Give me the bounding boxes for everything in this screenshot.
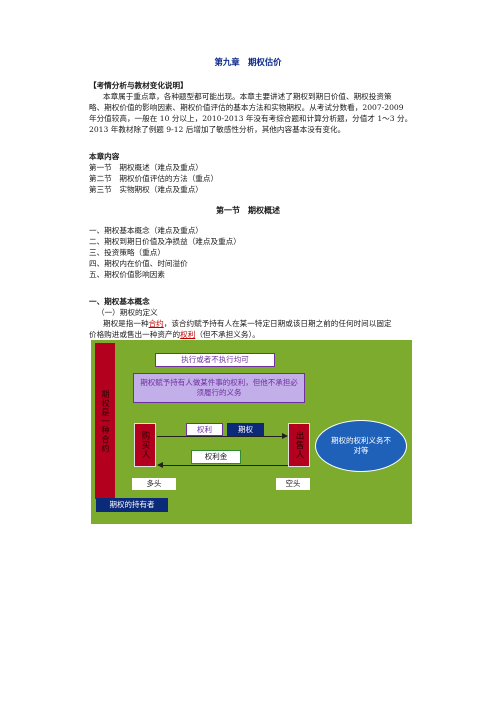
- concept-subheading: （一）期权的定义: [97, 308, 158, 317]
- contents-heading: 本章内容: [89, 152, 120, 161]
- option-label-box: 期权: [227, 423, 264, 436]
- option-is-contract-bar: 期权是一种合约: [95, 343, 115, 499]
- section1-item: 二、期权到期日价值及净损益（难点及重点）: [89, 237, 241, 246]
- concept-section: 一、期权基本概念 （一）期权的定义 期权是指一种合约，该合约赋予持有人在某一特定…: [89, 296, 412, 340]
- concept-heading: 一、期权基本概念: [89, 297, 150, 306]
- buyer-to-seller-arrow-line: [157, 436, 282, 437]
- section1-item: 三、投资策略（重点）: [89, 248, 165, 257]
- definition-line-2: 价格购进或售出一种资产的权利（但不承担义务）。: [89, 329, 412, 340]
- definition-text: ，该合约赋予持有人在某一特定日期或该日期之前的任何时间以固定: [163, 319, 392, 328]
- definition-line-1: 期权是指一种合约，该合约赋予持有人在某一特定日期或该日期之前的任何时间以固定: [89, 318, 412, 329]
- premium-box: 权利金: [191, 450, 241, 464]
- section1-list: 一、期权基本概念（难点及重点） 二、期权到期日价值及净损益（难点及重点） 三、投…: [89, 225, 412, 280]
- seller-box: 出售人: [288, 423, 310, 467]
- arrow-right-icon: [282, 433, 288, 439]
- definition-text: （但不承担义务）。: [195, 330, 260, 339]
- analysis-heading: 【考情分析与教材变化说明】: [89, 81, 188, 90]
- seller-to-buyer-arrow-line: [163, 465, 288, 466]
- analysis-line: 略、期权价值的影响因素、期权价值评估的基本方法和实物期权。从考试分数看，2007…: [89, 103, 404, 112]
- analysis-line: 年分值较高，一般在 10 分以上，2010-2013 年没有考综合题和计算分析题…: [89, 114, 413, 123]
- chapter-title: 第九章 期权估价: [214, 57, 282, 67]
- holder-label-box: 期权的持有者: [96, 498, 168, 512]
- analysis-line: 2013 年教材除了例题 9-12 后增加了敏感性分析，其他内容基本没有变化。: [89, 125, 346, 134]
- analysis-section: 【考情分析与教材变化说明】 本章属于重点章，各种题型都可能出现。本章主要讲述了期…: [89, 80, 412, 135]
- short-label-box: 空头: [276, 478, 310, 490]
- option-concept-diagram: 执行或者不执行均可 期权是一种合约 期权赋予持有人做某件事的权利，但他不承担必须…: [91, 340, 412, 524]
- definition-text: 期权是指一种: [103, 319, 149, 328]
- definition-text: 价格购进或售出一种资产的: [89, 330, 181, 339]
- section1-item: 五、期权价值影响因素: [89, 270, 165, 279]
- keyword-right: 权利: [180, 330, 196, 339]
- long-label-box: 多头: [132, 478, 176, 490]
- section1-item: 四、期权内在价值、时间溢价: [89, 259, 188, 268]
- analysis-line: 本章属于重点章，各种题型都可能出现。本章主要讲述了期权到期日价值、期权投资策: [103, 92, 392, 101]
- grant-right-box: 期权赋予持有人做某件事的权利，但他不承担必须履行的义务: [133, 373, 305, 403]
- buyer-box: 购买人: [134, 423, 156, 467]
- exercise-or-not-box: 执行或者不执行均可: [155, 353, 275, 367]
- keyword-contract: 合约: [148, 319, 164, 328]
- contents-item: 第三节 实物期权（难点及重点）: [89, 185, 203, 194]
- contents-section: 本章内容 第一节 期权概述（难点及重点） 第二节 期权价值评估的方法（重点） 第…: [89, 151, 412, 195]
- section1-item: 一、期权基本概念（难点及重点）: [89, 226, 203, 235]
- asymmetric-oval: 期权的权利义务不对等: [315, 420, 407, 472]
- contents-item: 第一节 期权概述（难点及重点）: [89, 163, 203, 172]
- contents-item: 第二节 期权价值评估的方法（重点）: [89, 174, 219, 183]
- arrow-left-icon: [157, 462, 163, 468]
- right-label-box: 权利: [186, 423, 223, 436]
- section-title: 第一节 期权概述: [216, 205, 280, 215]
